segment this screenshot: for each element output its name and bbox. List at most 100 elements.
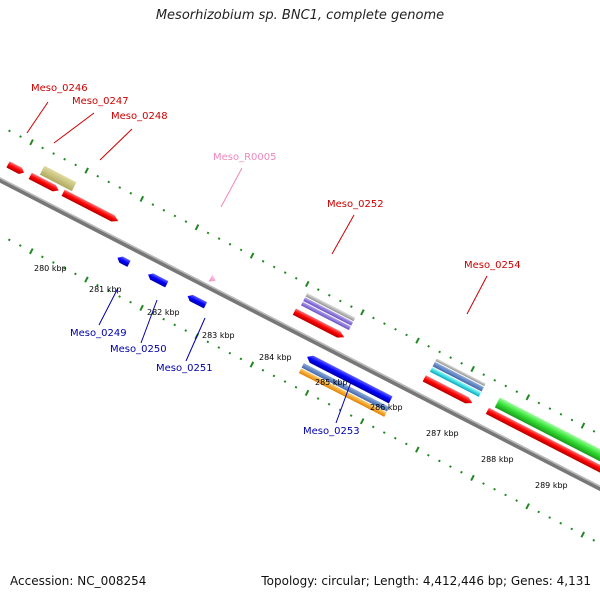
gene-arrow-meso-0247[interactable] xyxy=(28,172,61,194)
minor-tick xyxy=(283,271,287,274)
gene-arrow-meso-0251[interactable] xyxy=(186,293,208,309)
gene-label-meso-0251[interactable]: Meso_0251 xyxy=(156,363,213,374)
minor-tick xyxy=(427,344,430,348)
minor-tick xyxy=(349,414,353,417)
gene-label-meso-0254[interactable]: Meso_0254 xyxy=(464,260,521,271)
feature-steel-rev[interactable] xyxy=(301,363,390,412)
rna-marker-meso-r0005[interactable] xyxy=(208,274,218,284)
gene-arrow-large-forward[interactable] xyxy=(485,407,600,481)
minor-tick xyxy=(7,238,11,242)
major-tick xyxy=(360,309,365,316)
minor-tick xyxy=(559,521,563,525)
minor-tick xyxy=(592,429,596,433)
callout-meso-0246 xyxy=(26,101,49,134)
feature-purple-2[interactable] xyxy=(303,297,354,326)
inner-tick-row xyxy=(7,238,596,542)
feature-purple-1[interactable] xyxy=(300,301,351,331)
minor-tick xyxy=(327,293,331,297)
gene-arrow-meso-0254[interactable] xyxy=(422,375,474,406)
callout-meso-0252 xyxy=(331,214,355,255)
gene-labels: Meso_0246 Meso_0247 Meso_0248 Meso_R0005… xyxy=(31,83,521,437)
feature-cyan[interactable] xyxy=(429,367,482,397)
minor-tick xyxy=(449,465,452,468)
minor-tick xyxy=(8,129,11,133)
minor-tick xyxy=(570,527,574,531)
minor-tick xyxy=(228,351,232,355)
minor-tick xyxy=(261,368,265,372)
major-tick xyxy=(415,337,420,344)
gene-label-meso-r0005[interactable]: Meso_R0005 xyxy=(213,152,277,163)
minor-tick xyxy=(460,361,464,365)
callout-meso-r0005 xyxy=(220,167,243,208)
minor-tick xyxy=(339,299,342,303)
major-tick xyxy=(29,248,34,255)
gene-label-meso-0246[interactable]: Meso_0246 xyxy=(31,83,88,94)
minor-tick xyxy=(118,295,121,298)
minor-tick xyxy=(592,538,596,542)
minor-tick xyxy=(96,174,100,178)
minor-tick xyxy=(438,350,441,354)
minor-tick xyxy=(173,214,177,218)
gene-arrow-meso-0248[interactable] xyxy=(61,189,120,225)
minor-tick xyxy=(96,283,99,287)
gene-arrow-meso-0246[interactable] xyxy=(6,161,25,175)
label-callouts xyxy=(26,101,488,424)
genome-summary-text: Topology: circular; Length: 4,412,446 bp… xyxy=(261,574,591,588)
minor-tick xyxy=(493,378,497,382)
callout-meso-0251 xyxy=(185,317,206,362)
minor-tick xyxy=(107,289,110,293)
minor-tick xyxy=(118,186,122,189)
major-tick xyxy=(525,503,530,510)
gene-label-meso-0253[interactable]: Meso_0253 xyxy=(303,426,360,437)
gene-label-meso-0249[interactable]: Meso_0249 xyxy=(70,328,127,339)
feature-steel[interactable] xyxy=(432,361,484,392)
major-tick xyxy=(470,365,475,373)
minor-tick xyxy=(504,384,508,388)
minor-tick xyxy=(18,244,22,247)
gene-arrow-meso-0253[interactable] xyxy=(305,353,393,404)
minor-tick xyxy=(382,431,386,434)
gene-label-meso-0252[interactable]: Meso_0252 xyxy=(327,199,384,210)
minor-tick xyxy=(107,180,111,184)
minor-tick xyxy=(482,373,486,376)
gene-label-meso-0250[interactable]: Meso_0250 xyxy=(110,344,167,355)
minor-tick xyxy=(261,259,265,263)
minor-tick xyxy=(460,470,463,474)
minor-tick xyxy=(19,135,22,138)
gene-arrow-meso-0250[interactable] xyxy=(147,272,169,288)
callout-meso-0249 xyxy=(98,287,119,326)
minor-tick xyxy=(162,317,166,321)
major-tick xyxy=(29,139,34,146)
minor-tick xyxy=(515,390,519,393)
feature-grey[interactable] xyxy=(305,292,356,322)
major-tick xyxy=(304,389,310,397)
minor-tick xyxy=(427,453,430,457)
minor-tick xyxy=(52,152,55,155)
minor-tick xyxy=(63,266,66,270)
minor-tick xyxy=(129,191,133,195)
major-tick xyxy=(470,474,475,482)
gene-arrow-meso-0252[interactable] xyxy=(292,308,346,341)
minor-tick xyxy=(327,402,331,406)
gene-label-meso-0248[interactable]: Meso_0248 xyxy=(111,111,168,122)
feature-olive[interactable] xyxy=(39,165,77,192)
minor-tick xyxy=(129,300,132,304)
minor-tick xyxy=(316,288,320,291)
feature-green[interactable] xyxy=(494,397,600,476)
minor-tick xyxy=(206,340,210,344)
minor-tick xyxy=(41,146,44,150)
major-tick xyxy=(525,394,531,401)
minor-tick xyxy=(394,327,397,331)
minor-tick xyxy=(438,459,441,463)
minor-tick xyxy=(52,261,55,264)
feature-grey-2[interactable] xyxy=(435,358,486,387)
callout-meso-0247 xyxy=(53,112,95,144)
tick-label: 284 kbp xyxy=(259,353,292,362)
minor-tick xyxy=(449,356,452,359)
minor-tick xyxy=(537,401,541,405)
gene-arrow-meso-0249[interactable] xyxy=(116,255,131,267)
tick-label: 282 kbp xyxy=(147,308,180,317)
gene-label-meso-0247[interactable]: Meso_0247 xyxy=(72,96,129,107)
feature-orange-rev[interactable] xyxy=(298,368,387,417)
minor-tick xyxy=(515,499,518,502)
